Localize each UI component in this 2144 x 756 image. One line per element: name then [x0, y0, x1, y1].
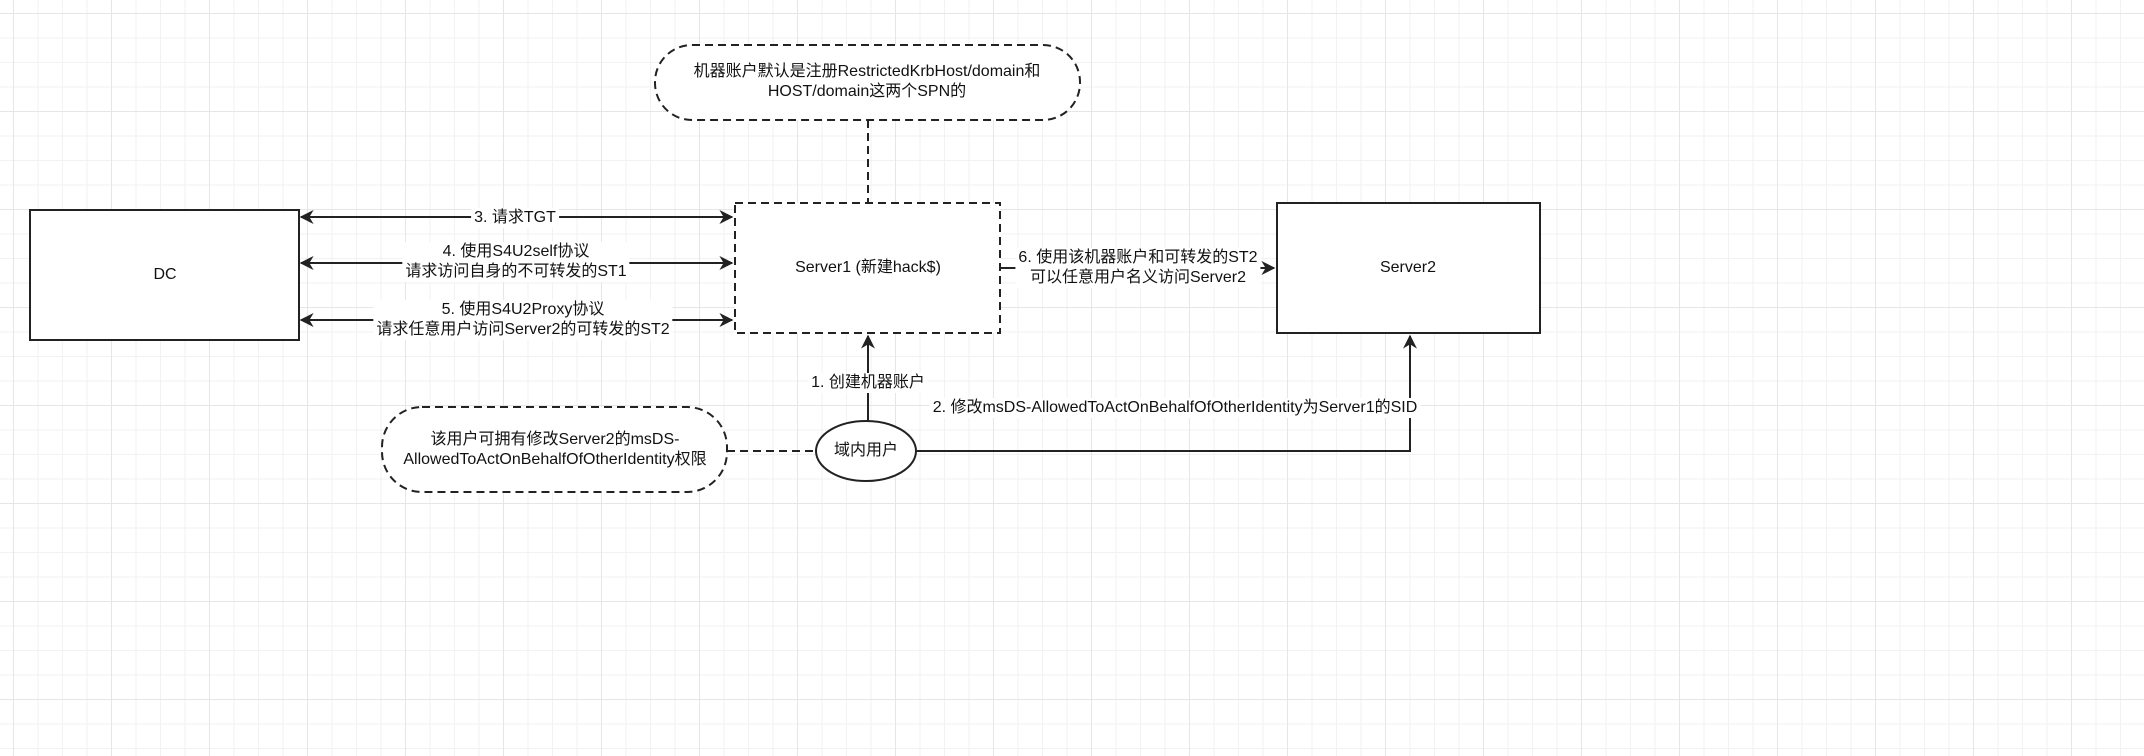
step5-line: 请求任意用户访问Server2的可转发的ST2 — [376, 321, 670, 338]
server1-node[interactable] — [734, 202, 1001, 334]
edge-step2[interactable] — [916, 334, 1417, 452]
domain-user-label: 域内用户 — [833, 442, 899, 459]
dc-node[interactable] — [29, 209, 300, 341]
step4-label: 4. 使用S4U2self协议 请求访问自身的不可转发的ST1 — [402, 242, 630, 282]
note-left[interactable] — [381, 406, 728, 493]
step6-line: 6. 使用该机器账户和可转发的ST2 — [1018, 249, 1258, 266]
step3-label: 3. 请求TGT — [471, 208, 559, 228]
note-left-line: AllowedToActOnBehalfOfOtherIdentity权限 — [403, 451, 707, 468]
step5-line: 5. 使用S4U2Proxy协议 — [441, 301, 605, 318]
note-top-line: HOST/domain这两个SPN的 — [767, 83, 967, 100]
note-top-text: 机器账户默认是注册RestrictedKrbHost/domain和 HOST/… — [694, 62, 1041, 102]
dc-label: DC — [153, 266, 177, 283]
step2-label: 2. 修改msDS-AllowedToActOnBehalfOfOtherIde… — [929, 398, 1421, 418]
step4-line: 4. 使用S4U2self协议 — [442, 243, 590, 260]
server2-label: Server2 — [1379, 259, 1437, 276]
step6-line: 可以任意用户名义访问Server2 — [1029, 269, 1247, 286]
step5-label: 5. 使用S4U2Proxy协议 请求任意用户访问Server2的可转发的ST2 — [373, 300, 673, 340]
note-top-line: 机器账户默认是注册RestrictedKrbHost/domain和 — [693, 63, 1041, 80]
step4-line: 请求访问自身的不可转发的ST1 — [405, 263, 627, 280]
step6-label: 6. 使用该机器账户和可转发的ST2 可以任意用户名义访问Server2 — [1015, 248, 1261, 288]
step1-label: 1. 创建机器账户 — [808, 373, 928, 393]
server2-node[interactable] — [1276, 202, 1541, 334]
note-left-line: 该用户可拥有修改Server2的msDS- — [430, 431, 680, 448]
note-left-text: 该用户可拥有修改Server2的msDS- AllowedToActOnBeha… — [403, 430, 706, 470]
server1-label: Server1 (新建hack$) — [795, 259, 941, 276]
